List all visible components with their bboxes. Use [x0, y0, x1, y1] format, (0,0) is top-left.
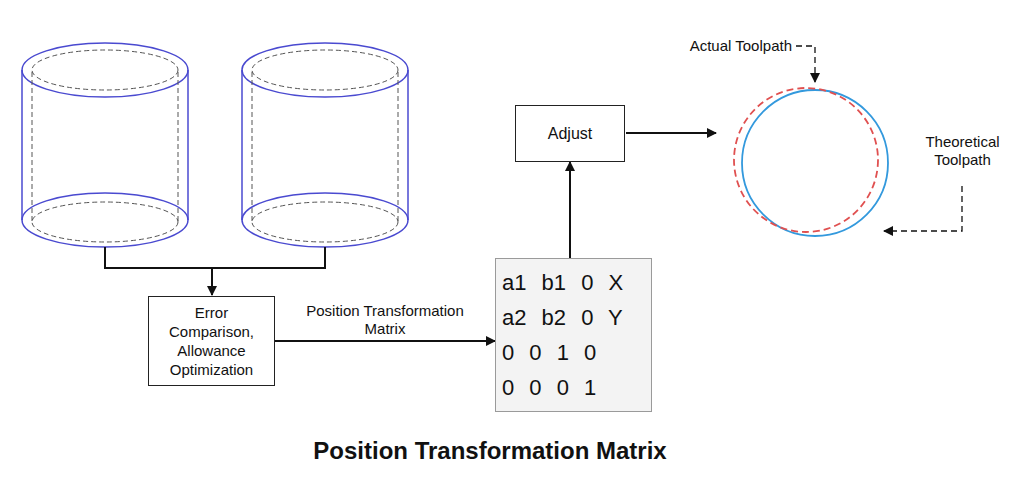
connector-arrow	[275, 340, 495, 342]
theoretical-toolpath-circle	[742, 90, 888, 236]
matrix-row: a1 b1 0 X	[502, 265, 645, 300]
actual-toolpath-circle	[734, 88, 878, 232]
leader-line	[796, 46, 815, 82]
box-text: Error Comparison, Allowance Optimization	[155, 303, 268, 379]
cylinder	[242, 43, 408, 247]
callout-label: Theoretical Toolpath	[905, 133, 1020, 169]
matrix-row: a2 b2 0 Y	[502, 300, 645, 335]
matrix-row: 0 0 0 1	[502, 370, 645, 405]
caption: Position Transformation Matrix	[190, 436, 790, 466]
merge-line	[105, 247, 325, 295]
leader-line	[884, 186, 962, 231]
callout-label: Actual Toolpath	[600, 37, 792, 55]
matrix-box: a1 b1 0 Xa2 b2 0 Y0 0 1 00 0 0 1	[495, 258, 652, 412]
edge-label: Position Transformation Matrix	[305, 302, 465, 338]
connector-arrow	[569, 162, 571, 258]
cylinder	[22, 43, 188, 247]
box-text: Adjust	[548, 124, 592, 144]
matrix-row: 0 0 1 0	[502, 335, 645, 370]
process-box: Adjust	[515, 105, 625, 162]
process-box: Error Comparison, Allowance Optimization	[148, 296, 275, 386]
output-arrow	[626, 132, 716, 134]
